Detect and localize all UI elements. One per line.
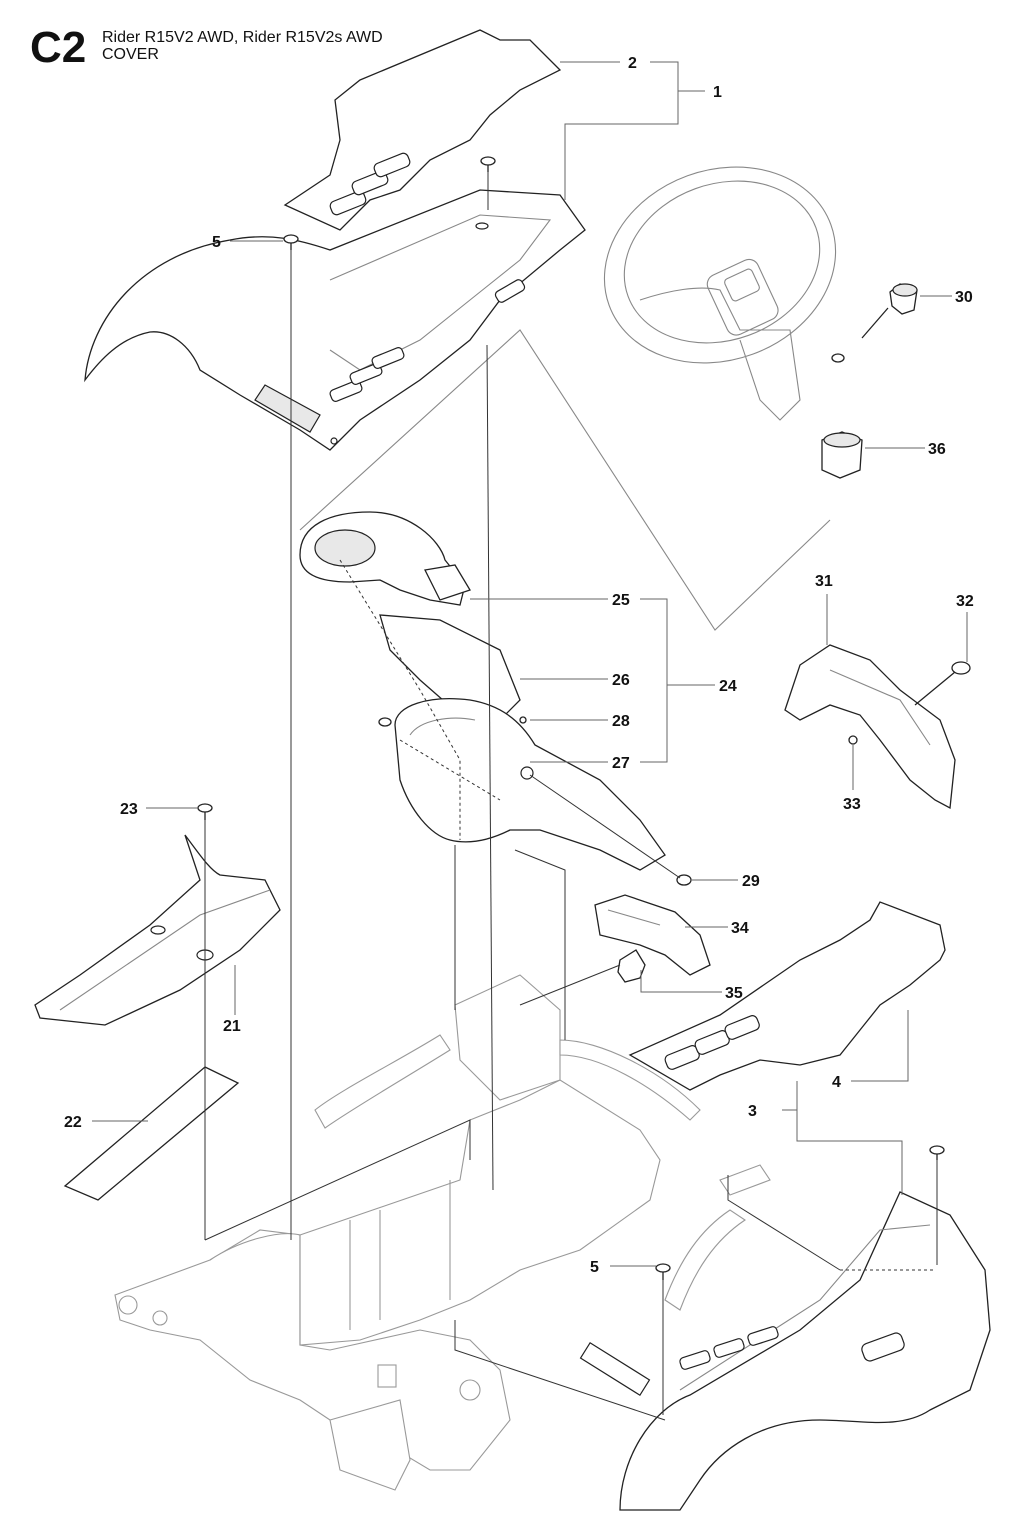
page-code: C2 xyxy=(30,23,87,72)
steering-wheel xyxy=(603,166,837,421)
callout-33: 33 xyxy=(843,796,861,813)
callout-34: 34 xyxy=(731,920,749,937)
screw-5-top xyxy=(283,234,299,250)
steering-column-cover xyxy=(299,511,666,871)
callout-1: 1 xyxy=(713,84,722,101)
bracket-34 xyxy=(594,894,711,976)
screw-5-bottom xyxy=(655,1263,671,1280)
assembly-guide-lines xyxy=(204,172,938,1421)
callout-30: 30 xyxy=(955,289,973,306)
callout-5-top: 5 xyxy=(212,234,221,251)
connector-35 xyxy=(617,949,646,983)
section-title: COVER xyxy=(102,46,159,63)
callout-29: 29 xyxy=(742,873,760,890)
callout-24: 24 xyxy=(719,678,737,695)
callout-23: 23 xyxy=(120,801,138,818)
callout-22: 22 xyxy=(64,1114,82,1131)
front-cover xyxy=(579,1191,991,1511)
callout-5-bottom: 5 xyxy=(590,1259,599,1276)
model-title: Rider R15V2 AWD, Rider R15V2s AWD xyxy=(102,29,383,46)
callout-35: 35 xyxy=(725,985,743,1002)
callout-32: 32 xyxy=(956,593,974,610)
callout-36: 36 xyxy=(928,441,946,458)
callout-4: 4 xyxy=(832,1074,841,1091)
callout-31: 31 xyxy=(815,573,833,590)
side-cover-31 xyxy=(784,644,971,810)
page-header: C2 Rider R15V2 AWD, Rider R15V2s AWD COV… xyxy=(0,0,1024,80)
front-floor-mat xyxy=(628,901,946,1091)
callout-28: 28 xyxy=(612,713,630,730)
callout-26: 26 xyxy=(612,672,630,689)
steering-cap-30 xyxy=(831,283,918,363)
rear-cover xyxy=(84,189,586,451)
screw-29 xyxy=(529,774,692,886)
callout-2: 2 xyxy=(628,55,637,72)
screw-23 xyxy=(197,803,213,820)
callout-leaders xyxy=(92,61,968,1267)
screw-5-top-right xyxy=(480,156,496,172)
callout-27: 27 xyxy=(612,755,630,772)
callout-25: 25 xyxy=(612,592,630,609)
callout-3: 3 xyxy=(748,1103,757,1120)
chassis-frame xyxy=(114,974,771,1491)
steering-bushing-36 xyxy=(821,431,863,479)
callout-labels: 2 1 5 30 36 31 32 25 26 24 28 27 33 23 2… xyxy=(64,55,974,1276)
callout-21: 21 xyxy=(223,1018,241,1035)
side-panel-21 xyxy=(34,834,281,1026)
screw-5-bottom-right xyxy=(929,1145,945,1160)
rear-floor-mat xyxy=(283,29,562,231)
strip-22 xyxy=(63,1066,240,1201)
